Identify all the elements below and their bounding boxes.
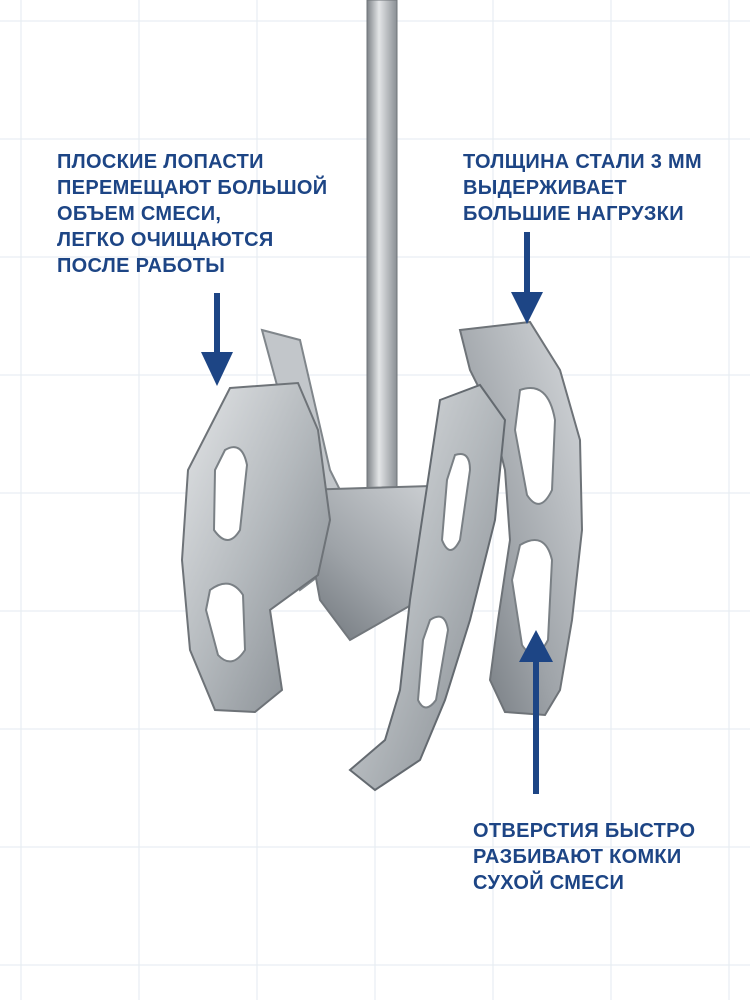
right-blade-hole-2 <box>510 539 554 655</box>
callout-holes: ОТВЕРСТИЯ БЫСТРО РАЗБИВАЮТ КОМКИ СУХОЙ С… <box>473 820 696 894</box>
arrow-right-top <box>511 232 543 324</box>
right-blade-hole-1 <box>513 387 557 505</box>
front-blade-hole-1 <box>440 453 472 551</box>
arrow-right-bottom <box>519 630 553 794</box>
arrow-left <box>201 293 233 386</box>
left-blade-hole-2 <box>204 582 247 663</box>
left-blade <box>180 381 332 714</box>
front-blade-hole-2 <box>416 615 450 709</box>
callout-flat-blades: ПЛОСКИЕ ЛОПАСТИ ПЕРЕМЕЩАЮТ БОЛЬШОЙ ОБЪЕМ… <box>57 151 328 277</box>
callout-steel-thickness: ТОЛЩИНА СТАЛИ 3 ММ ВЫДЕРЖИВАЕТ БОЛЬШИЕ Н… <box>463 151 702 225</box>
left-blade-hole-1 <box>212 446 249 541</box>
